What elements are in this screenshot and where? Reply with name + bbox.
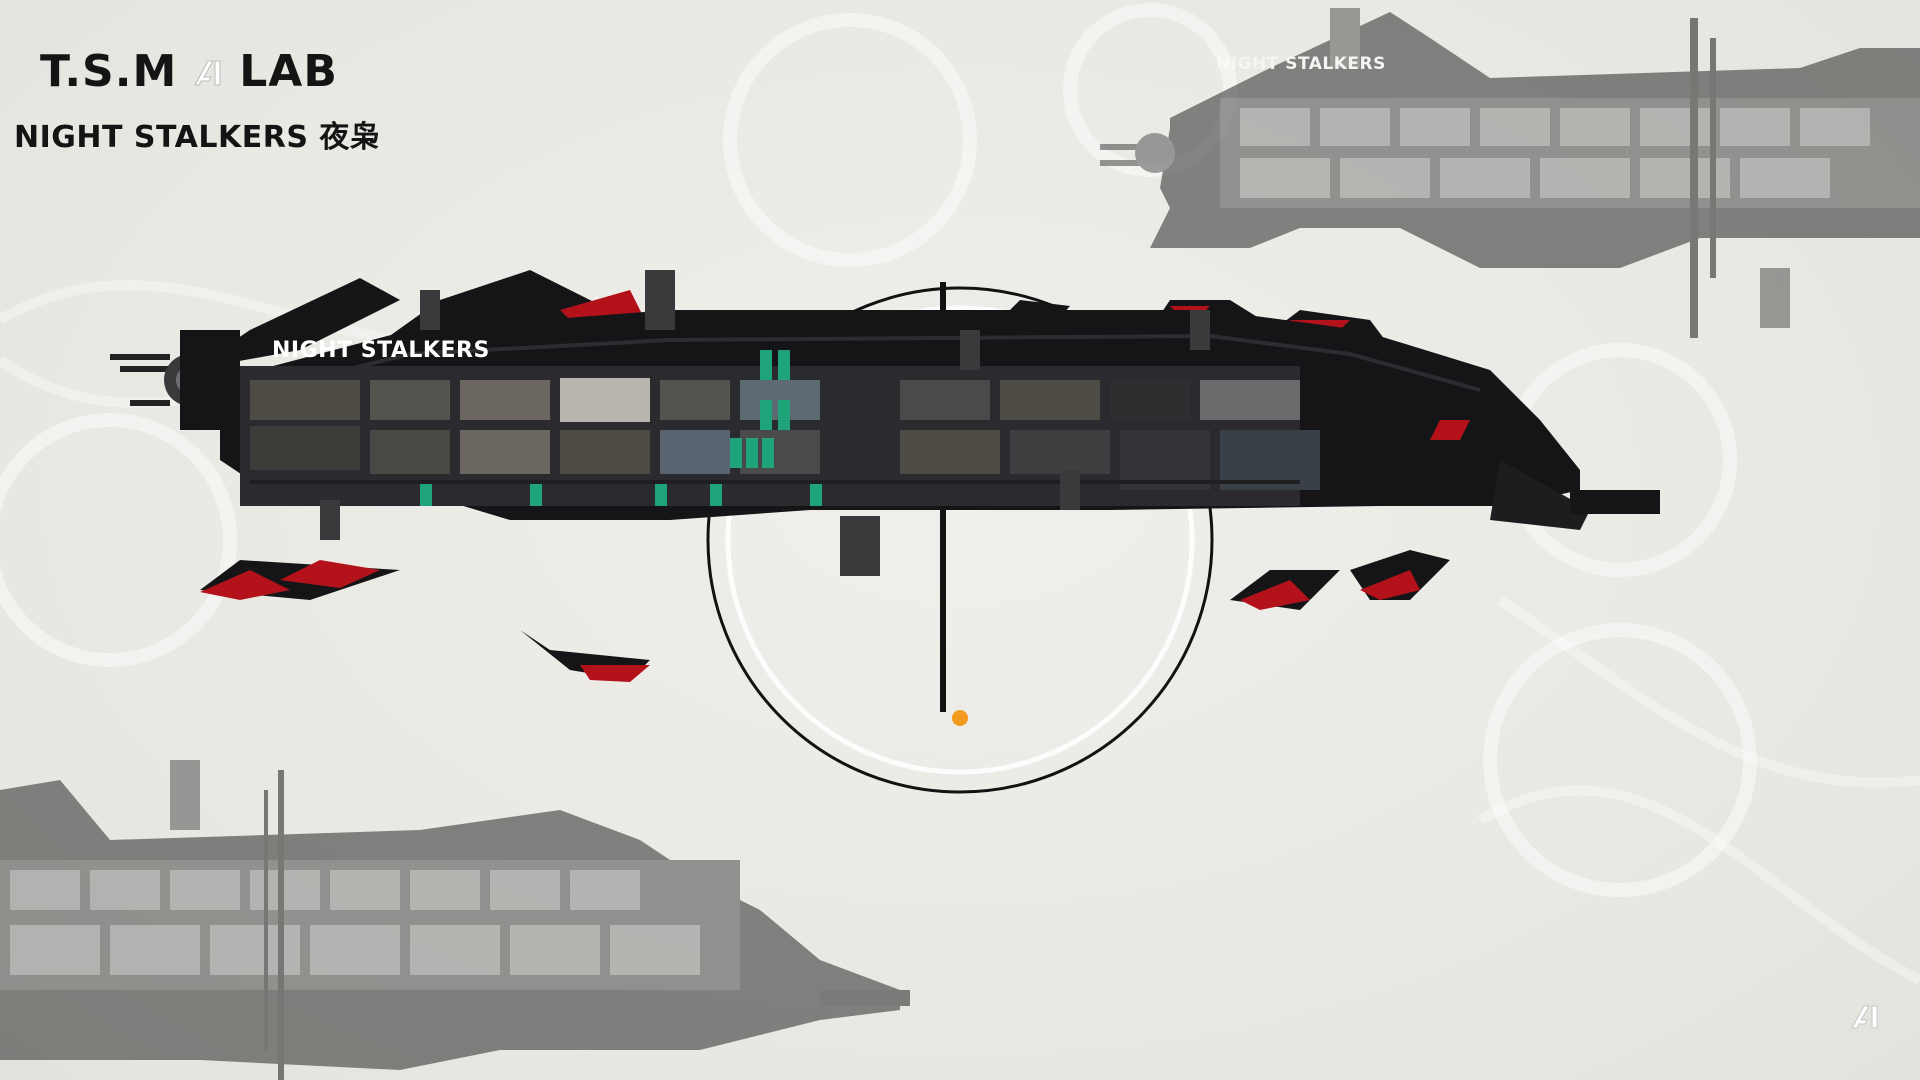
brand-title: T.S.M LAB <box>40 46 338 97</box>
ai-logo-icon <box>194 60 221 85</box>
ship-ghost-top-right: NIGHT STALKERS <box>1100 8 1920 348</box>
ship-ghost-top-right-graphic <box>1100 8 1920 338</box>
ship-ghost-bottom-left-graphic <box>0 760 910 1080</box>
ship-main[interactable]: NIGHT STALKERS <box>110 270 1810 810</box>
brand-right-text: LAB <box>239 46 338 97</box>
ship-ghost-top-right-label: NIGHT STALKERS <box>1216 54 1386 74</box>
ship-subtitle: NIGHT STALKERS 夜枭 <box>14 120 381 155</box>
ai-logo-corner-icon <box>1851 1005 1878 1029</box>
ship-interior-modules <box>250 350 1320 506</box>
ship-main-label: NIGHT STALKERS <box>272 338 490 363</box>
ship-ghost-bottom-left <box>0 760 910 1080</box>
brand-left-text: T.S.M <box>40 46 178 97</box>
ship-main-graphic <box>110 270 1660 794</box>
